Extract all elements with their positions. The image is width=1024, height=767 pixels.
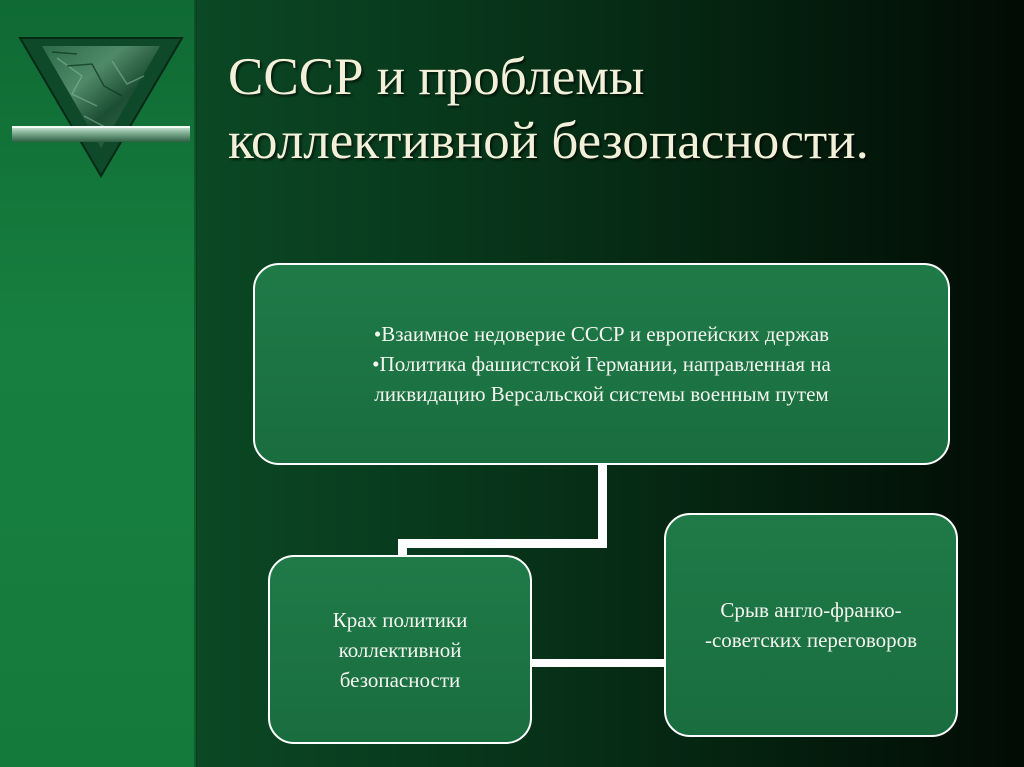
negotiations-box: Срыв англо-франко- -советских переговоро… [664, 513, 958, 737]
strip-divider [194, 0, 197, 767]
marble-triangle-icon [12, 37, 190, 178]
cause-item-1: •Взаимное недоверие СССР и европейских д… [373, 322, 830, 346]
connector-vertical-left [398, 539, 407, 557]
collapse-line-1: Крах политики [332, 607, 468, 632]
connector-horizontal [398, 539, 607, 548]
title-line-1: СССР и проблемы [228, 48, 645, 106]
title-line-2: коллективной безопасности. [228, 112, 869, 170]
negotiations-line-1: Срыв англо-франко- [720, 598, 902, 622]
collapse-line-2: коллективной [338, 637, 462, 662]
causes-box: •Взаимное недоверие СССР и европейских д… [253, 263, 950, 465]
collapse-line-3: безопасности [339, 667, 461, 692]
cause-item-2: •Политика фашистской Германии, направлен… [372, 352, 831, 376]
negotiations-line-2: -советских переговоров [704, 628, 918, 652]
connector-vertical-top [598, 464, 607, 548]
slide-title: СССР и проблемы коллективной безопасност… [228, 45, 1008, 173]
connector-bottom-link [530, 659, 666, 667]
cause-item-2-cont: ликвидацию Версальской системы военным п… [374, 382, 829, 406]
collapse-box: Крах политики коллективной безопасности [268, 555, 532, 744]
